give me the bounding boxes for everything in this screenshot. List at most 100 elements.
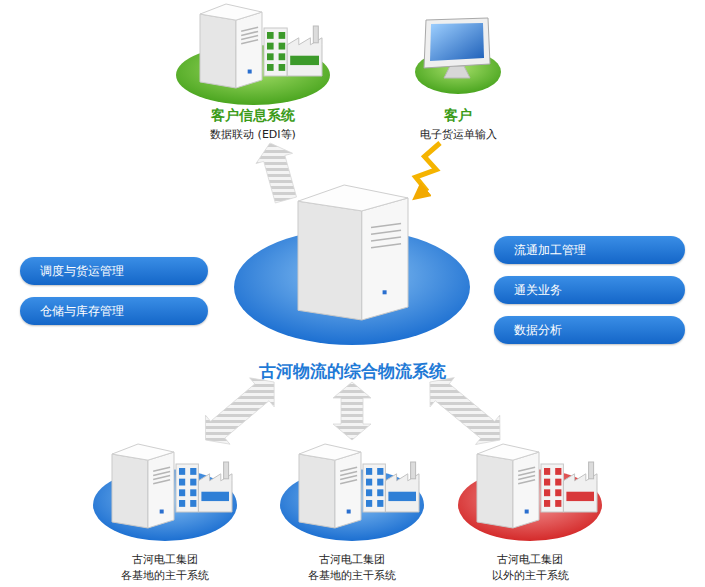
node-texts: 古河物流的综合物流系统 — [234, 200, 470, 382]
node-heading: 古河电工集团 各基地的主干系统 — [121, 552, 209, 584]
factory-chimney — [313, 26, 318, 43]
node-subtitle: 电子货运单输入 — [420, 127, 497, 143]
server-led — [383, 290, 387, 294]
factory-window — [190, 500, 196, 507]
connector-group — [205, 378, 274, 444]
illustration-group — [93, 444, 237, 541]
node-heading: 客户信息系统 — [211, 106, 295, 125]
server-vent — [153, 480, 170, 484]
function-pill: 数据分析 — [494, 316, 685, 344]
factory-icon — [264, 26, 322, 76]
server-top — [299, 444, 361, 460]
factory-band — [201, 492, 229, 501]
node-texts: 古河电工集团 各基地的主干系统 — [90, 440, 240, 584]
server-vent — [153, 467, 170, 471]
server-vent — [153, 471, 170, 475]
factory-window — [279, 53, 286, 60]
factory-shed — [563, 474, 597, 512]
factory-shed — [385, 474, 419, 512]
monitor-screen — [430, 23, 484, 61]
node-heading: 古河电工集团 各基地的主干系统 — [308, 552, 396, 584]
node-texts: 古河电工集团 各基地的主干系统 — [277, 440, 427, 584]
server-front — [148, 452, 174, 528]
factory-window — [179, 500, 185, 507]
node-subtitle: 数据联动 (EDI等) — [210, 127, 296, 143]
factory-chimney — [411, 462, 416, 479]
connector-group — [430, 378, 500, 445]
server-icon — [112, 444, 174, 528]
factory-window — [267, 43, 274, 50]
monitor-icon — [424, 18, 490, 78]
factory-window — [279, 32, 286, 39]
server-vent — [340, 480, 357, 484]
factory-tower — [176, 464, 198, 512]
server-top — [477, 444, 539, 460]
server-vent — [371, 224, 401, 228]
server-front — [335, 452, 361, 528]
server-icon — [200, 4, 262, 88]
factory-band — [388, 492, 416, 501]
factory-shed — [198, 474, 232, 512]
factory-window — [544, 489, 550, 496]
node-heading: 古河电工集团 以外的主干系统 — [492, 552, 569, 584]
factory-window — [179, 489, 185, 496]
illustration-group — [458, 444, 602, 541]
factory-tower — [363, 464, 385, 512]
server-vent — [371, 244, 401, 248]
server-vent — [371, 237, 401, 241]
function-label: 仓储与库存管理 — [40, 303, 124, 320]
factory-window — [190, 468, 196, 475]
factory-window — [555, 500, 561, 507]
server-top — [298, 185, 408, 211]
server-top — [200, 4, 262, 20]
hatched-arrow — [333, 382, 371, 440]
function-pill: 调度与货运管理 — [20, 257, 208, 285]
server-vent — [371, 230, 401, 234]
connector-group — [256, 143, 297, 203]
illustration-group — [234, 185, 470, 345]
factory-window — [555, 489, 561, 496]
server-icon — [477, 444, 539, 528]
monitor-body — [424, 18, 490, 68]
factory-window — [555, 479, 561, 486]
pill-texts: 数据分析 — [514, 322, 562, 339]
factory-tower — [541, 464, 563, 512]
factory-window — [377, 479, 383, 486]
server-vent — [340, 467, 357, 471]
function-label: 通关业务 — [514, 282, 562, 299]
factory-window — [267, 64, 274, 71]
system-node: 古河电工集团 以外的主干系统 — [455, 440, 605, 584]
node-illustration — [234, 200, 470, 382]
factory-tower — [264, 28, 287, 76]
factory-window — [555, 468, 561, 475]
pill-texts: 调度与货运管理 — [40, 263, 124, 280]
server-vent — [340, 476, 357, 480]
factory-band — [566, 492, 594, 501]
factory-icon — [541, 462, 597, 512]
server-vent — [518, 471, 535, 475]
system-node: 古河物流的综合物流系统 — [234, 200, 470, 382]
factory-window — [179, 479, 185, 486]
factory-chimney — [224, 462, 229, 479]
system-node: 古河电工集团 各基地的主干系统 — [90, 440, 240, 584]
server-vent — [340, 471, 357, 475]
lightning-arrow — [416, 143, 440, 196]
factory-window — [279, 43, 286, 50]
server-vent — [241, 27, 258, 31]
server-top — [112, 444, 174, 460]
server-side — [200, 14, 236, 88]
server-led — [525, 510, 529, 514]
node-texts: 客户电子货运单输入 — [408, 0, 508, 143]
factory-window — [544, 500, 550, 507]
server-front — [236, 12, 262, 88]
server-vent — [518, 476, 535, 480]
server-vent — [241, 36, 258, 40]
illustration-group — [176, 4, 330, 105]
function-label: 流通加工管理 — [514, 242, 586, 259]
factory-window — [544, 468, 550, 475]
server-front — [362, 198, 408, 320]
factory-window — [366, 489, 372, 496]
server-vent — [518, 467, 535, 471]
factory-window — [366, 479, 372, 486]
factory-window — [377, 500, 383, 507]
